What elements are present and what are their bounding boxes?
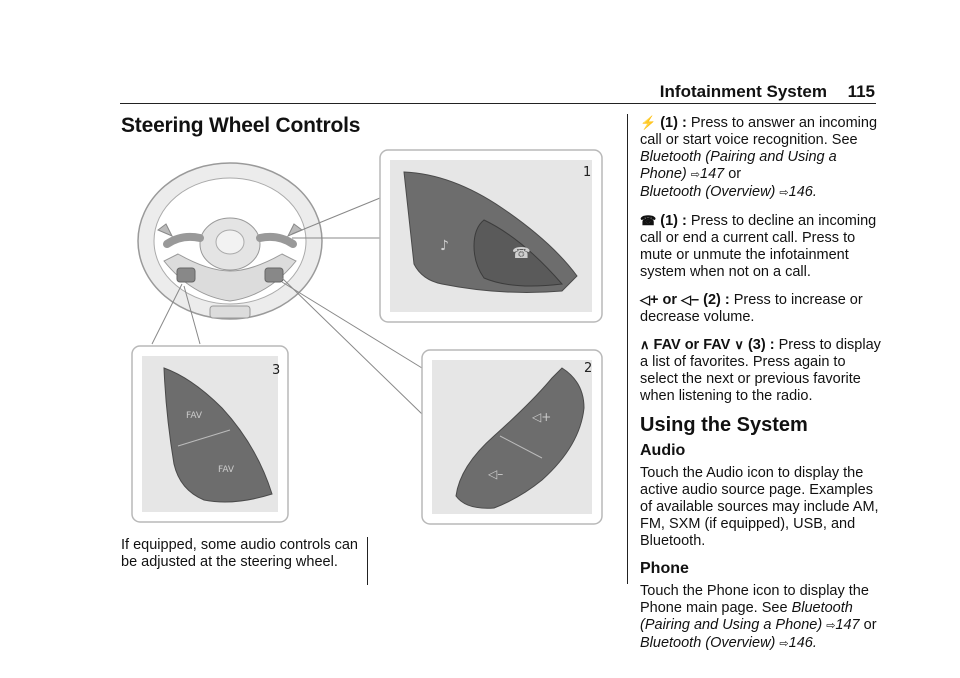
xref-arrow-icon: ⇨ [826, 620, 836, 632]
volume-icon: ◁ [681, 292, 692, 307]
volume-icon: ◁ [640, 292, 650, 307]
xref-page[interactable]: 147 [700, 166, 725, 182]
steering-wheel [137, 162, 323, 320]
caption-text: If equipped, some audio controls can be … [121, 537, 358, 570]
callout-panel-1: ♪ ☎ 1 [379, 149, 603, 323]
hang-up-icon: ☎ [640, 213, 657, 228]
figure-caption: If equipped, some audio controls can be … [121, 537, 361, 571]
item-label: + or [650, 292, 677, 308]
callout-panel-2: ◁+ ◁– 2 [421, 349, 603, 525]
phone-body: Touch the Phone icon to display the Phon… [640, 583, 869, 616]
voice-call-icon: ⚡ [640, 115, 657, 130]
voice-icon: ♪ [440, 238, 449, 254]
xref-link[interactable]: Bluetooth (Overview) [640, 184, 776, 200]
right-column: ⚡ (1) : Press to answer an incoming call… [640, 114, 885, 663]
xref-link[interactable]: Bluetooth (Overview) [640, 635, 776, 651]
using-system-heading: Using the System [640, 414, 808, 436]
xref-arrow-icon: ⇨ [779, 638, 789, 650]
or-text: or [724, 166, 742, 182]
item-text: Press to answer an incoming call or star… [640, 115, 878, 148]
header-section: Infotainment System [659, 82, 827, 101]
column-divider-short [367, 537, 368, 585]
item-label: (3) : [747, 337, 775, 353]
steering-wheel-illustration: ♪ ☎ 1 ◁+ ◁– 2 FAV FAV 3 [131, 149, 603, 525]
audio-text: Touch the Audio icon to display the acti… [640, 465, 879, 549]
audio-heading: Audio [640, 442, 686, 459]
xref-arrow-icon: ⇨ [690, 169, 701, 181]
xref-link[interactable]: Bluetooth (Pairing and Using a Phone) [640, 600, 853, 633]
xref-page[interactable]: 146. [788, 635, 817, 651]
callout-number-3: 3 [272, 363, 280, 378]
xref-link[interactable]: Bluetooth (Pairing and Using a Phone) [640, 149, 837, 182]
xref-page[interactable]: 147 [835, 617, 860, 633]
item-label: (1) : [660, 115, 687, 131]
callout-number-2: 2 [584, 361, 592, 376]
volume-up-icon: ◁+ [531, 410, 551, 424]
running-header: Infotainment System 115 [585, 82, 875, 104]
callout-number-1: 1 [583, 165, 591, 180]
chevron-down-icon: ∨ [734, 337, 744, 352]
item-label: (1) : [660, 213, 687, 229]
volume-down-icon: ◁– [487, 467, 503, 481]
item-favorites: ∧ FAV or FAV ∨ (3) : Press to display a … [640, 336, 885, 405]
section-title: Steering Wheel Controls [121, 114, 361, 137]
header-rule [120, 103, 876, 104]
fav-down-label: FAV [218, 465, 235, 475]
column-divider [627, 114, 628, 584]
hang-up-icon: ☎ [512, 244, 531, 262]
item-decline-call: ☎ (1) : Press to decline an incoming cal… [640, 212, 885, 281]
or-text: or [859, 617, 877, 633]
phone-text: Touch the Phone icon to display the Phon… [640, 583, 885, 653]
fav-up-label: FAV [186, 411, 203, 421]
item-text: Press to display a list of favorites. Pr… [640, 337, 881, 404]
callout-panel-3: FAV FAV 3 [131, 345, 289, 523]
item-label: FAV or FAV [653, 337, 731, 353]
page-number: 115 [847, 82, 875, 101]
chevron-up-icon: ∧ [640, 337, 650, 352]
item-answer-call: ⚡ (1) : Press to answer an incoming call… [640, 114, 885, 202]
item-volume: ◁+ or ◁– (2) : Press to increase or decr… [640, 291, 885, 326]
phone-heading: Phone [640, 560, 689, 577]
xref-arrow-icon: ⇨ [779, 187, 789, 199]
item-label: – (2) : [691, 292, 730, 308]
item-text: Press to decline an incoming call or end… [640, 213, 877, 280]
xref-page[interactable]: 146. [788, 184, 817, 200]
item-text: Press to increase or decrease volume. [640, 292, 863, 325]
